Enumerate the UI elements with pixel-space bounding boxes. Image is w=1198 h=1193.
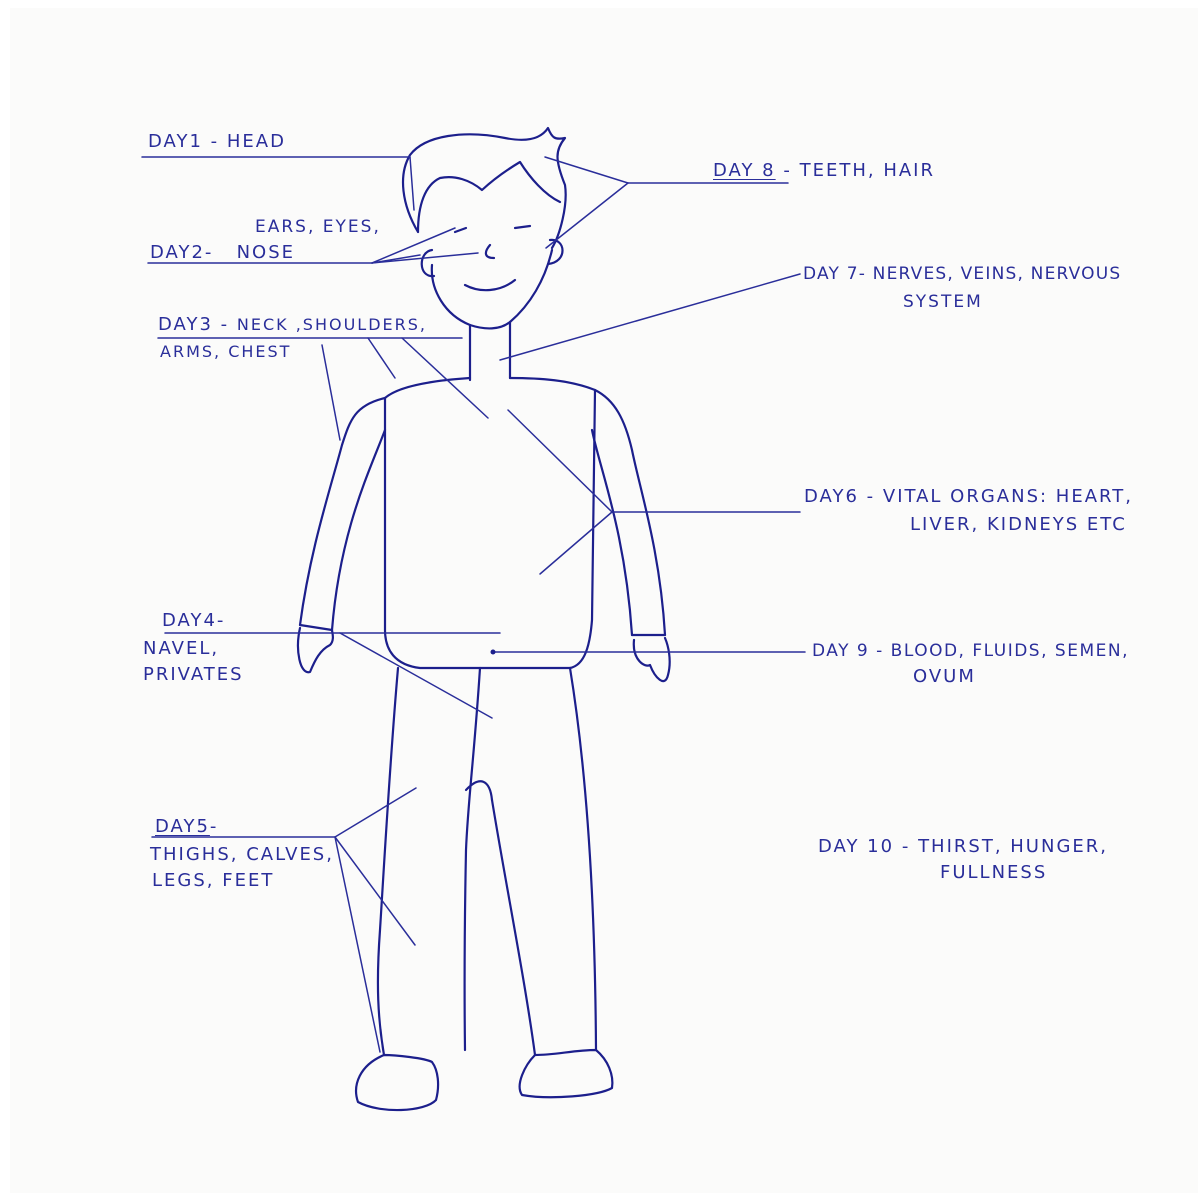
nose bbox=[486, 245, 494, 258]
day7-label: DAY 7- NERVES, VEINS, NERVOUS bbox=[803, 266, 1121, 283]
day8-pointer-teeth bbox=[546, 183, 628, 248]
day4-line1: NAVEL, bbox=[143, 640, 219, 658]
day3-line2: ARMS, CHEST bbox=[160, 344, 291, 360]
day3-label: DAY3 - NECK ,SHOULDERS, bbox=[158, 316, 427, 334]
right-leg bbox=[492, 668, 596, 1055]
right-hand bbox=[634, 638, 670, 681]
hair-outline bbox=[403, 128, 566, 248]
mouth bbox=[465, 280, 515, 290]
figure bbox=[298, 128, 670, 1110]
day5-pointer-foot bbox=[335, 837, 380, 1052]
right-eye bbox=[515, 226, 530, 228]
day5-label: DAY5- bbox=[155, 818, 218, 836]
day10-label: DAY 10 - THIRST, HUNGER, bbox=[818, 838, 1108, 856]
day2-label: DAY2- NOSE bbox=[150, 244, 295, 262]
day6-pointer-heart bbox=[508, 410, 612, 512]
day3-pointer-chest bbox=[402, 338, 488, 418]
left-leg bbox=[378, 668, 480, 1055]
left-eye bbox=[455, 228, 466, 232]
day5-line2: LEGS, FEET bbox=[152, 872, 274, 890]
left-arm bbox=[300, 398, 385, 630]
day6-label: DAY6 - VITAL ORGANS: HEART, bbox=[804, 488, 1133, 506]
left-foot bbox=[356, 1055, 438, 1110]
day4-pointer bbox=[340, 633, 492, 718]
day9-line2: OVUM bbox=[913, 668, 976, 686]
day3-pointer-shoulder bbox=[368, 338, 395, 378]
day8-label: DAY 8 - TEETH, HAIR bbox=[713, 162, 935, 180]
day2-pointer-eye bbox=[372, 228, 455, 263]
day9-label: DAY 9 - BLOOD, FLUIDS, SEMEN, bbox=[812, 643, 1129, 660]
day7-line2: SYSTEM bbox=[903, 294, 983, 311]
leader-lines bbox=[142, 157, 805, 1052]
day1-pointer bbox=[410, 157, 414, 210]
left-cuff bbox=[300, 625, 332, 630]
day6-pointer-liver bbox=[540, 512, 612, 574]
neck bbox=[470, 322, 510, 380]
day9-dot bbox=[491, 650, 496, 655]
day5-line1: THIGHS, CALVES, bbox=[150, 846, 334, 864]
day2-line1: EARS, EYES, bbox=[255, 219, 381, 236]
day4-label: DAY4- bbox=[162, 612, 225, 630]
day3-pointer-arm bbox=[322, 345, 340, 440]
day6-line2: LIVER, KIDNEYS ETC bbox=[910, 516, 1127, 534]
right-foot bbox=[520, 1050, 613, 1097]
day10-line2: FULLNESS bbox=[940, 864, 1047, 882]
day7-pointer bbox=[500, 274, 800, 360]
day1-label: DAY1 - HEAD bbox=[148, 133, 286, 151]
day4-line2: PRIVATES bbox=[143, 666, 244, 684]
torso bbox=[385, 378, 595, 668]
left-hand bbox=[298, 628, 333, 672]
day5-pointer-thigh bbox=[335, 788, 416, 837]
day8-pointer-hair bbox=[545, 157, 628, 183]
